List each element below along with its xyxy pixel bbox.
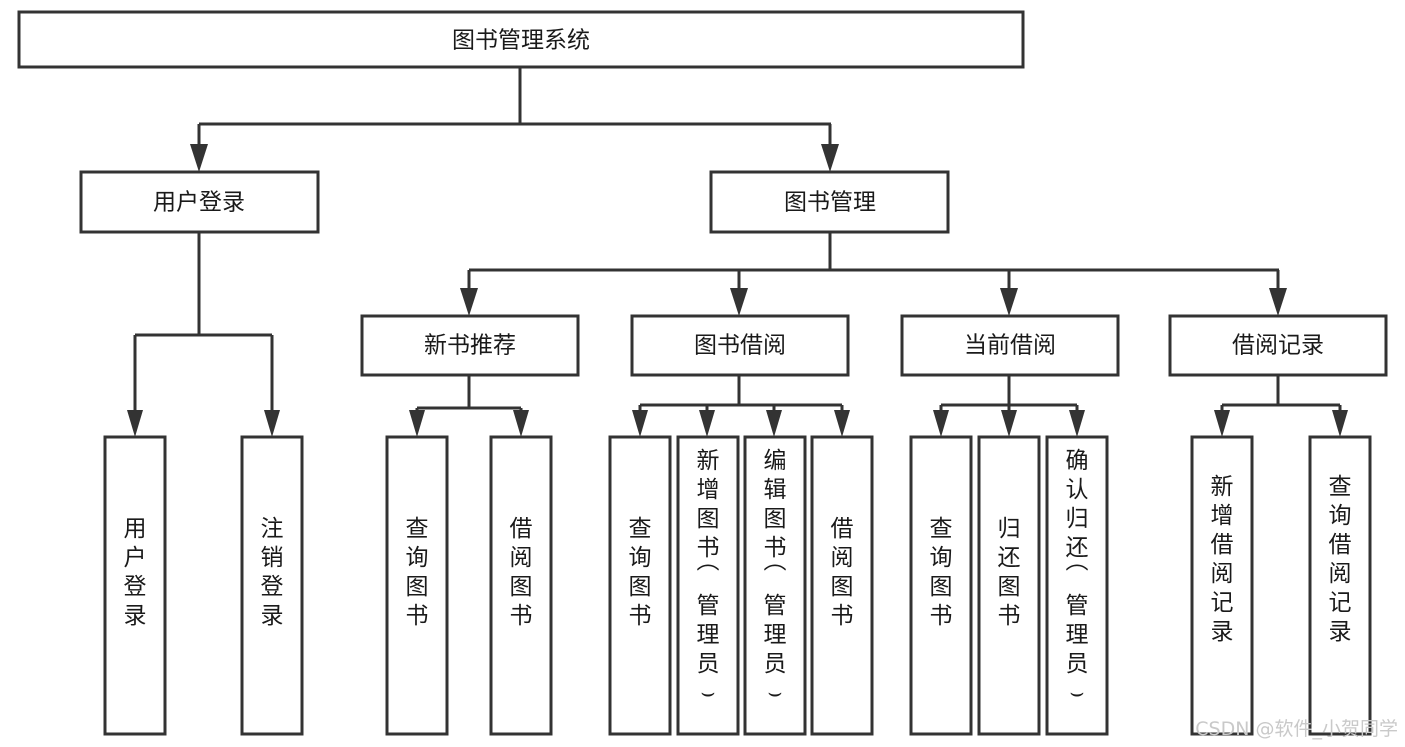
- leaf-box: [608, 435, 672, 736]
- node-root-box: [17, 10, 1025, 69]
- leaf-node-user-login-login[interactable]: 用户登录: [103, 435, 167, 736]
- leaf-label: 查询图书: [629, 516, 652, 629]
- leaf-node-user-login-logout[interactable]: 注销登录: [240, 435, 304, 736]
- connector-group-book-mgmt: [460, 232, 1287, 316]
- leaf-box: [103, 435, 167, 736]
- arrow-head-borrowrecords-leaf1: [1214, 410, 1230, 437]
- connector-group-borrow-records: [1214, 375, 1348, 437]
- node-borrow-records-box: [1168, 314, 1388, 377]
- leaf-label: 借阅图书: [831, 516, 854, 629]
- leaf-box: [977, 435, 1041, 736]
- leaf-label: 查询图书: [406, 516, 429, 629]
- arrow-head-currentborrow-leaf1: [933, 410, 949, 437]
- node-new-book-recommend[interactable]: 新书推荐: [360, 314, 580, 377]
- arrow-head-book-mgmt: [821, 144, 839, 172]
- leaf-node-newbook-query-book[interactable]: 查询图书: [385, 435, 449, 736]
- arrow-head-newbook-leaf1: [409, 410, 425, 437]
- leaf-node-currentborrow-confirm-return[interactable]: 确认归还⌒管理员⌣: [1045, 435, 1109, 736]
- node-new-book-recommend-box: [360, 314, 580, 377]
- leaf-node-newbook-borrow-book[interactable]: 借阅图书: [489, 435, 553, 736]
- leaf-box: [385, 435, 449, 736]
- leaf-label: 用户登录: [124, 516, 147, 629]
- arrow-head-borrow-records: [1269, 288, 1287, 316]
- node-current-borrow-label: 当前借阅: [964, 333, 1056, 359]
- node-borrow-records[interactable]: 借阅记录: [1168, 314, 1388, 377]
- node-current-borrow-box: [900, 314, 1120, 377]
- node-new-book-recommend-label: 新书推荐: [424, 333, 516, 359]
- leaf-label: 确认归还⌒管理员⌣: [1066, 448, 1089, 706]
- connector-group-current-borrow: [933, 375, 1085, 437]
- csdn-watermark: CSDN @软件_小贺同学: [1195, 718, 1398, 740]
- arrow-head-bookborrow-leaf1: [632, 410, 648, 437]
- node-root-system[interactable]: 图书管理系统: [17, 10, 1025, 69]
- arrow-head-newbook-leaf2: [513, 410, 529, 437]
- leaf-label: 新增借阅记录: [1211, 474, 1234, 645]
- node-book-management[interactable]: 图书管理: [709, 170, 950, 234]
- leaf-box: [1045, 435, 1109, 736]
- leaf-node-borrowrecords-add-record[interactable]: 新增借阅记录: [1190, 435, 1254, 736]
- arrow-head-currentborrow-leaf2: [1001, 410, 1017, 437]
- arrow-head-userlogin-leaf1: [127, 410, 143, 437]
- leaf-box: [489, 435, 553, 736]
- leaf-label: 查询图书: [930, 516, 953, 629]
- arrow-head-bookborrow-leaf3: [766, 410, 782, 437]
- node-book-borrow[interactable]: 图书借阅: [630, 314, 850, 377]
- node-current-borrow[interactable]: 当前借阅: [900, 314, 1120, 377]
- leaf-label: 归还图书: [998, 516, 1021, 629]
- arrow-head-book-borrow: [730, 288, 748, 316]
- leaf-node-borrowrecords-query-record[interactable]: 查询借阅记录: [1308, 435, 1372, 736]
- arrow-head-bookborrow-leaf2: [699, 410, 715, 437]
- leaf-box: [909, 435, 973, 736]
- node-book-management-box: [709, 170, 950, 234]
- node-book-borrow-box: [630, 314, 850, 377]
- leaf-box: [743, 435, 807, 736]
- leaf-label: 借阅图书: [510, 516, 533, 629]
- leaf-node-bookborrow-edit-book[interactable]: 编辑图书⌒管理员⌣: [743, 435, 807, 736]
- leaf-node-currentborrow-query-book[interactable]: 查询图书: [909, 435, 973, 736]
- leaf-node-currentborrow-return-book[interactable]: 归还图书: [977, 435, 1041, 736]
- node-borrow-records-label: 借阅记录: [1232, 333, 1324, 359]
- node-user-login-label: 用户登录: [153, 190, 245, 216]
- node-book-management-label: 图书管理: [784, 190, 876, 216]
- arrow-head-userlogin-leaf2: [264, 410, 280, 437]
- leaf-box: [810, 435, 874, 736]
- leaf-label: 新增图书⌒管理员⌣: [697, 448, 720, 706]
- leaf-node-bookborrow-borrow-book[interactable]: 借阅图书: [810, 435, 874, 736]
- leaf-node-bookborrow-query-book[interactable]: 查询图书: [608, 435, 672, 736]
- connector-group-root: [190, 67, 839, 172]
- leaf-box: [676, 435, 740, 736]
- leaf-label: 编辑图书⌒管理员⌣: [764, 448, 787, 706]
- arrow-head-current-borrow: [1000, 288, 1018, 316]
- arrow-head-new-book: [460, 288, 478, 316]
- leaf-box: [240, 435, 304, 736]
- leaf-label: 注销登录: [261, 516, 284, 629]
- connector-group-new-book: [409, 375, 529, 437]
- arrow-head-borrowrecords-leaf2: [1332, 410, 1348, 437]
- arrow-head-currentborrow-leaf3: [1069, 410, 1085, 437]
- node-root-label: 图书管理系统: [452, 28, 590, 54]
- node-user-login[interactable]: 用户登录: [79, 170, 320, 234]
- connector-group-book-borrow: [632, 375, 850, 437]
- leaf-box: [1190, 435, 1254, 736]
- arrow-head-bookborrow-leaf4: [834, 410, 850, 437]
- leaf-box: [1308, 435, 1372, 736]
- arrow-head-user-login: [190, 144, 208, 172]
- node-user-login-box: [79, 170, 320, 234]
- connector-group-user-login: [127, 232, 280, 437]
- leaf-label: 查询借阅记录: [1329, 474, 1352, 645]
- leaf-node-bookborrow-add-book[interactable]: 新增图书⌒管理员⌣: [676, 435, 740, 736]
- node-book-borrow-label: 图书借阅: [694, 333, 786, 359]
